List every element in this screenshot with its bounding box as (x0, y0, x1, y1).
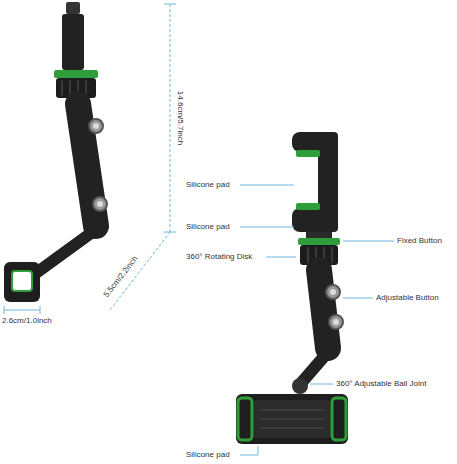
part-label: Fixed Button (397, 236, 442, 246)
part-label: Adjustable Button (376, 293, 439, 303)
leader-lines (240, 185, 394, 455)
dimension-label: 2.6cm/1.0inch (2, 316, 52, 326)
part-label: 360° Rotating Disk (186, 252, 252, 262)
dimension-label: 5.5cm/2.2inch (102, 254, 141, 299)
part-label: 360° Adjustable Ball Joint (336, 379, 426, 389)
dimension-label: 14.6cm/5.7inch (175, 91, 185, 145)
part-label: Silicone pad (186, 222, 230, 232)
dimension-lines (4, 4, 176, 314)
right-holder (236, 132, 348, 444)
part-label: Silicone pad (186, 450, 230, 460)
part-label: Silicone pad (186, 180, 230, 190)
left-holder (4, 2, 107, 302)
